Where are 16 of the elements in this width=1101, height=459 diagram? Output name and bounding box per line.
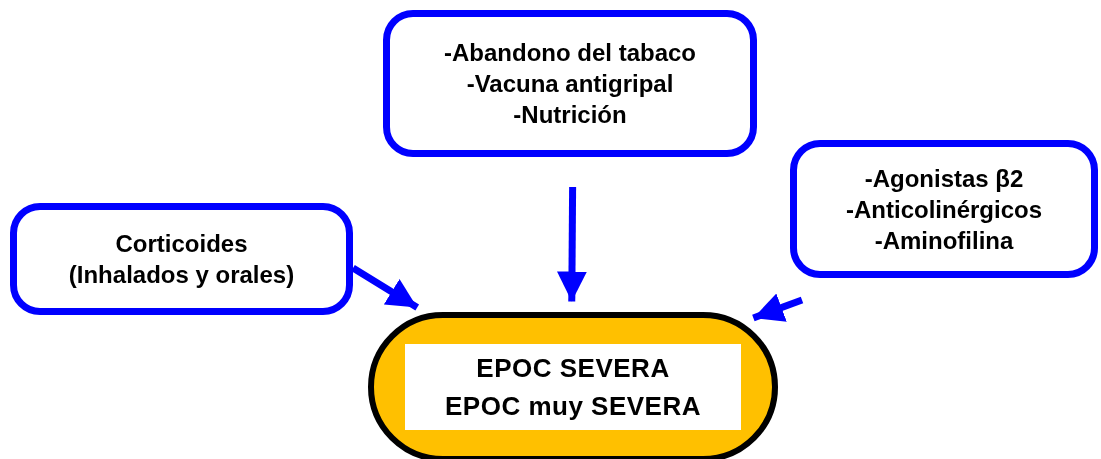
process-box (790, 140, 1098, 278)
process-box (383, 10, 757, 157)
node-text: -Anticolinérgicos (846, 194, 1042, 225)
node-text: Corticoides (115, 229, 248, 259)
node-text: -Vacuna antigripal (466, 69, 674, 99)
node-text: -Nutrición (513, 100, 627, 130)
arrow (752, 293, 804, 322)
node-text: EPOC SEVERA (476, 352, 670, 385)
arrow (557, 186, 587, 302)
node-text: -Aminofilina (874, 225, 1014, 256)
node-text: -Agonistas β2 (864, 163, 1024, 194)
arrow (351, 264, 420, 311)
node-text: (Inhalados y orales) (68, 260, 295, 290)
process-box (10, 203, 353, 315)
node-text: -Abandono del tabaco (444, 38, 696, 68)
node-text: EPOC muy SEVERA (445, 390, 701, 423)
